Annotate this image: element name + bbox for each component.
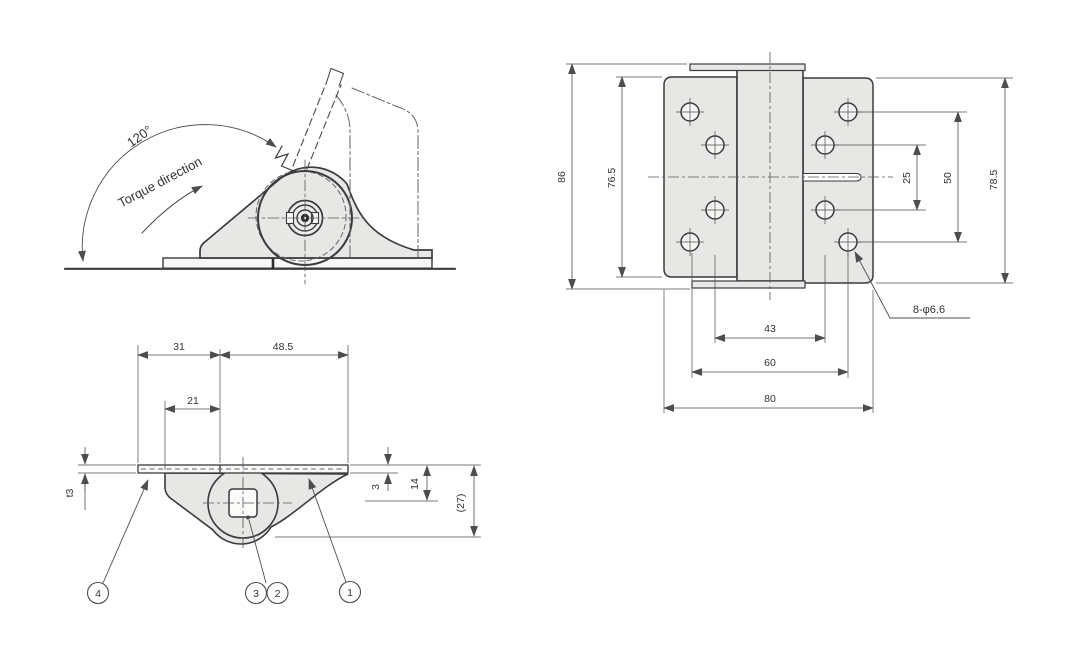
dim-25: 25	[901, 144, 921, 211]
dim-48-5-label: 48.5	[273, 341, 294, 353]
hole-crosshairs	[676, 98, 862, 256]
dim-78-5-label: 78.5	[988, 170, 1000, 191]
knuckle-cap-top	[689, 63, 806, 72]
phantom-wing-closed	[351, 87, 419, 258]
angle-arc	[77, 124, 277, 262]
callout-balloons: 4 3 2 1	[86, 478, 362, 605]
dim-86-label: 86	[556, 171, 568, 183]
front-view: 86 76.5 25 50 78.5 43 60 80	[556, 52, 1013, 413]
dim-43: 43	[714, 323, 826, 342]
balloon-1-leader	[308, 478, 347, 583]
front-extension-lines	[566, 63, 1013, 413]
balloon-2-leader-dot	[246, 515, 250, 520]
dim-25-label: 25	[901, 172, 913, 184]
dim-80: 80	[663, 393, 874, 412]
dim-14-label: 14	[409, 478, 421, 490]
hole-callout-label: 8-φ6.6	[913, 304, 945, 316]
balloon-2-leader	[248, 519, 267, 584]
dim-t3-label: t3	[64, 488, 76, 497]
arm-break-line	[274, 145, 297, 173]
knuckle-cap-bottom	[691, 280, 806, 289]
dim-50: 50	[942, 111, 962, 243]
dim-27-label: (27)	[455, 494, 467, 513]
dim-80-label: 80	[764, 393, 776, 405]
dim-14: 14	[409, 465, 431, 501]
balloon-2	[266, 581, 289, 605]
balloon-2-label: 2	[275, 588, 281, 600]
balloon-4-label: 4	[95, 588, 101, 600]
torque-label: Torque direction	[116, 154, 205, 211]
dim-21-label: 21	[187, 395, 199, 407]
dim-21: 21	[164, 395, 221, 413]
dim-48-5: 48.5	[219, 341, 349, 359]
dim-76-5-label: 76.5	[606, 168, 618, 189]
profile-view: 31 48.5 21 t3 3 14	[64, 341, 481, 605]
balloon-3-label: 3	[253, 588, 259, 600]
dim-78-5: 78.5	[988, 77, 1009, 284]
dim-31-label: 31	[173, 341, 185, 353]
dim-60: 60	[691, 357, 849, 376]
balloon-4-leader	[102, 479, 149, 584]
balloon-1	[338, 580, 362, 604]
hole-callout-leader	[854, 251, 970, 319]
dim-3: 3	[370, 447, 392, 491]
phantom-wing-open	[335, 94, 351, 258]
dim-86: 86	[556, 63, 576, 290]
balloon-4	[86, 581, 110, 605]
profile-extension-lines	[78, 345, 481, 538]
dim-27: (27)	[455, 465, 478, 537]
balloon-1-label: 1	[347, 587, 353, 599]
dim-50-label: 50	[942, 172, 954, 184]
lever-arm	[292, 67, 345, 170]
hole-callout: 8-φ6.6	[854, 251, 970, 319]
dim-t3: t3	[64, 447, 89, 510]
dim-76-5: 76.5	[606, 76, 626, 278]
left-wing-plate	[663, 76, 738, 278]
angle-label: 120°	[124, 122, 155, 150]
dim-3-label: 3	[370, 484, 382, 490]
side-view: 120° Torque direction	[63, 67, 457, 285]
dim-60-label: 60	[764, 357, 776, 369]
torque-arrow	[141, 185, 203, 234]
dim-43-label: 43	[764, 323, 776, 335]
base-plate	[162, 257, 433, 269]
dim-31: 31	[137, 341, 221, 359]
